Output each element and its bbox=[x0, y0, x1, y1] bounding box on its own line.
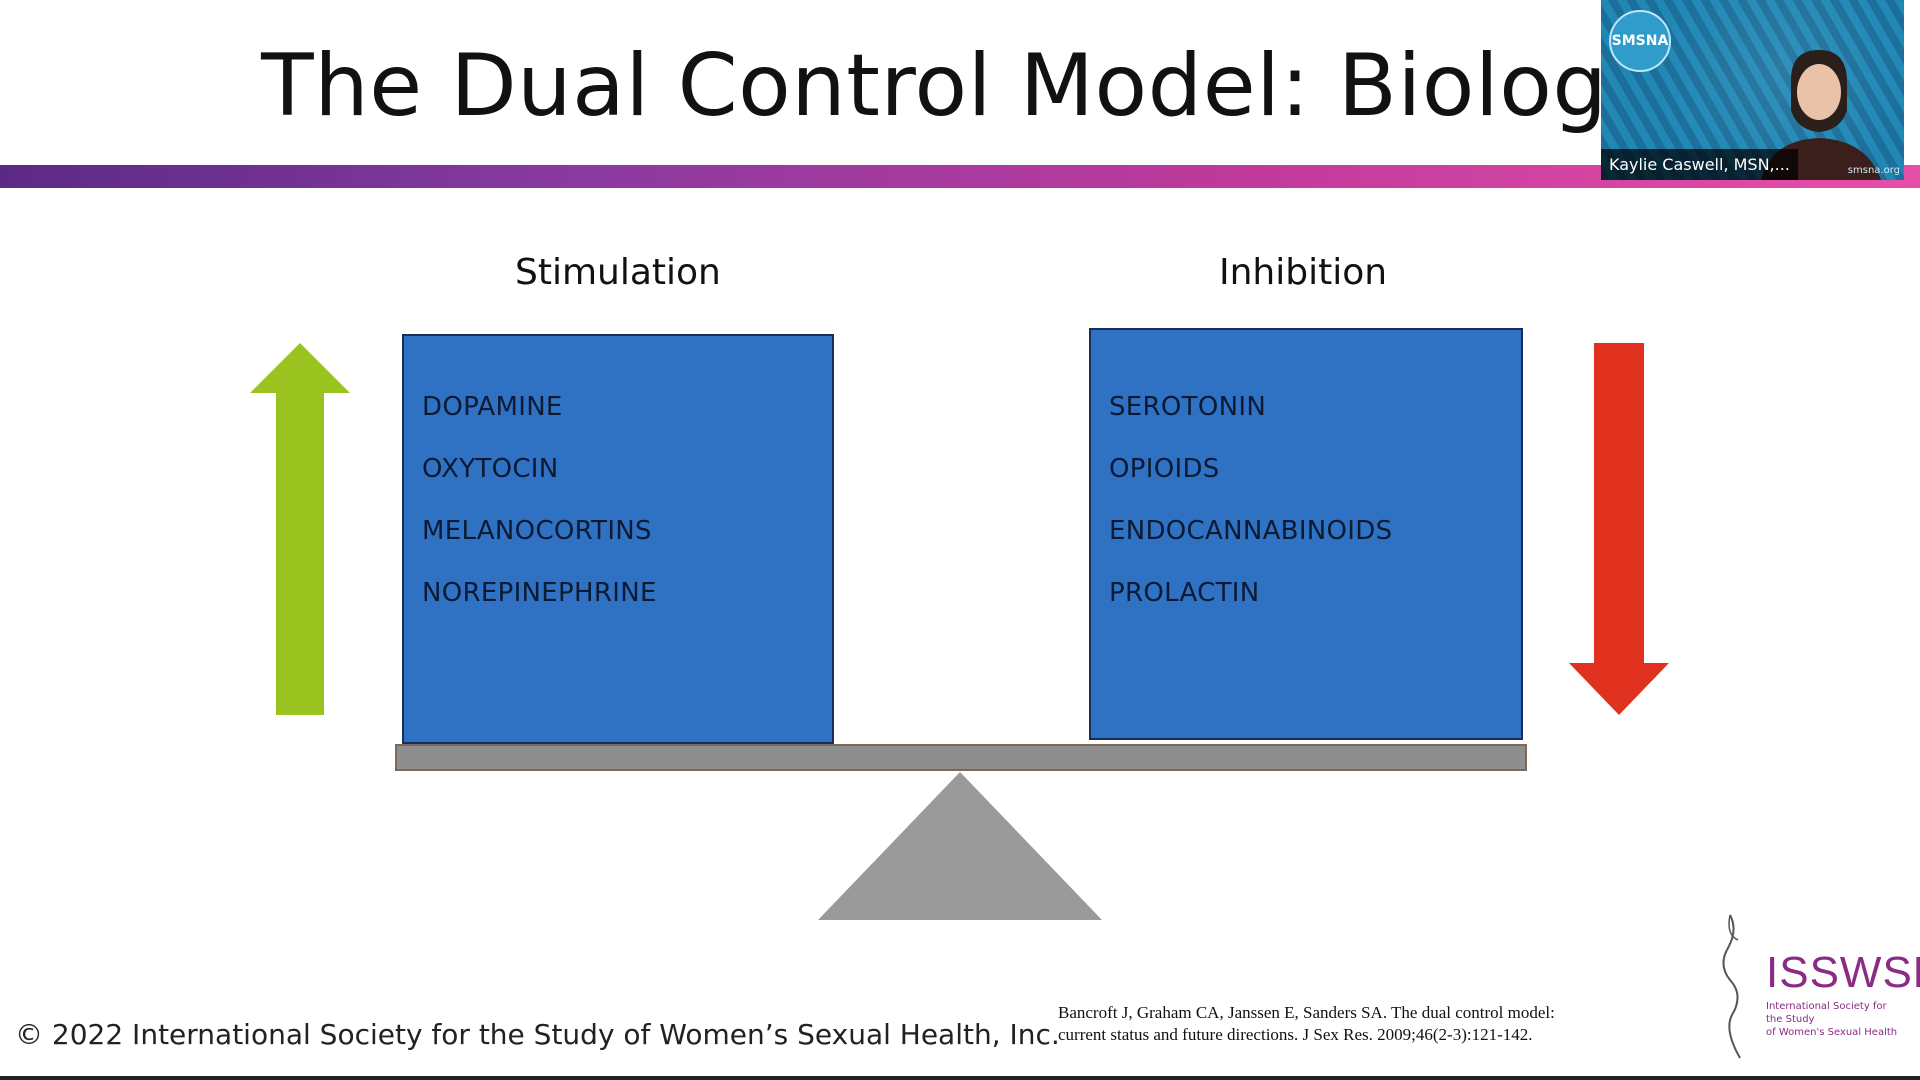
fulcrum-triangle bbox=[818, 772, 1102, 920]
stimulation-item: NOREPINEPHRINE bbox=[422, 578, 657, 608]
citation-line: current status and future directions. J … bbox=[1058, 1025, 1533, 1044]
stimulation-heading: Stimulation bbox=[515, 252, 721, 293]
inhibition-item: ENDOCANNABINOIDS bbox=[1109, 516, 1393, 546]
bottom-divider bbox=[0, 1076, 1920, 1080]
citation: Bancroft J, Graham CA, Janssen E, Sander… bbox=[1058, 1002, 1555, 1046]
isswsh-logo-name: ISSWSH bbox=[1766, 948, 1920, 997]
citation-line: Bancroft J, Graham CA, Janssen E, Sander… bbox=[1058, 1003, 1555, 1022]
speaker-video-tile[interactable]: SMSNA Kaylie Caswell, MSN,... smsna.org bbox=[1601, 0, 1904, 180]
speaker-name-label: Kaylie Caswell, MSN,... bbox=[1601, 149, 1798, 180]
arrow-up-icon bbox=[250, 343, 350, 715]
stimulation-item: DOPAMINE bbox=[422, 392, 563, 422]
smsna-logo: SMSNA bbox=[1609, 10, 1671, 72]
tile-url: smsna.org bbox=[1847, 165, 1900, 176]
copyright-notice: © 2022 International Society for the Stu… bbox=[15, 1018, 1060, 1051]
isswsh-figure-icon bbox=[1722, 914, 1741, 1059]
stimulation-box: DOPAMINE OXYTOCIN MELANOCORTINS NOREPINE… bbox=[402, 334, 834, 744]
tagline-line: International Society for the Study bbox=[1766, 1001, 1887, 1025]
inhibition-box: SEROTONIN OPIOIDS ENDOCANNABINOIDS PROLA… bbox=[1089, 328, 1523, 740]
inhibition-item: SEROTONIN bbox=[1109, 392, 1267, 422]
balance-beam bbox=[395, 744, 1527, 771]
isswsh-logo-tagline: International Society for the Study of W… bbox=[1766, 1000, 1906, 1039]
inhibition-heading: Inhibition bbox=[1219, 252, 1388, 293]
stimulation-item: OXYTOCIN bbox=[422, 454, 559, 484]
stimulation-item: MELANOCORTINS bbox=[422, 516, 652, 546]
inhibition-item: OPIOIDS bbox=[1109, 454, 1220, 484]
inhibition-item: PROLACTIN bbox=[1109, 578, 1260, 608]
title-gradient-bar bbox=[0, 165, 1920, 188]
isswsh-logo: ISSWSH International Society for the Stu… bbox=[1710, 910, 1920, 1060]
tagline-line: of Women's Sexual Health bbox=[1766, 1027, 1898, 1038]
slide-title: The Dual Control Model: Biology bbox=[261, 36, 1659, 136]
arrow-down-icon bbox=[1569, 343, 1669, 715]
